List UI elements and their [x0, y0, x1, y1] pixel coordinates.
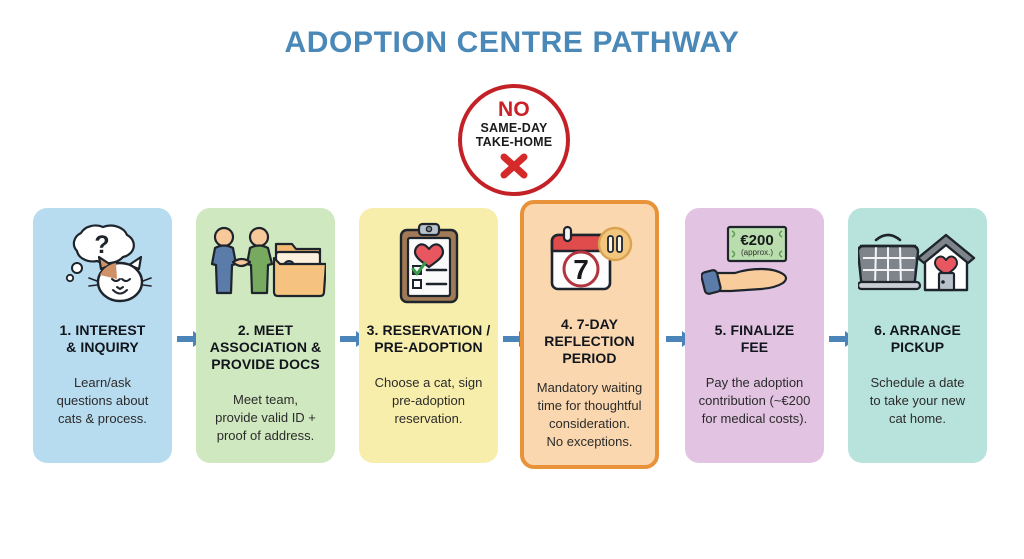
step-4-reflection-period[interactable]: 7 4. 7-DAY REFLECTION PERIOD Mandatory w…: [520, 200, 659, 469]
step-6-title: 6. ARRANGE PICKUP: [874, 322, 961, 355]
badge-subtitle: SAME-DAY TAKE-HOME: [475, 120, 553, 149]
step-5-icon-group: €200 (approx.): [692, 222, 817, 308]
step-1-icon-group: ?: [40, 222, 165, 308]
step-2-meet-association[interactable]: 2. MEET ASSOCIATION & PROVIDE DOCS Meet …: [196, 208, 335, 463]
clipboard-heart-checklist-icon: [399, 222, 458, 304]
cat-face-icon: [87, 255, 152, 303]
thought-bubble-question-icon: ?: [65, 224, 135, 283]
step-6-arrange-pickup[interactable]: 6. ARRANGE PICKUP Schedule a date to tak…: [848, 208, 987, 463]
banknote-note: (approx.): [740, 248, 772, 257]
calendar-day-number: 7: [573, 254, 589, 285]
red-x-icon: [497, 151, 531, 181]
step-3-title: 3. RESERVATION / PRE-ADOPTION: [366, 322, 491, 355]
badge-no-label: NO: [497, 97, 531, 121]
pause-badge-icon: [597, 226, 632, 262]
step-3-description: Choose a cat, sign pre-adoption reservat…: [374, 375, 483, 426]
pet-carrier-icon: [857, 233, 921, 291]
page-title: ADOPTION CENTRE PATHWAY: [284, 26, 740, 59]
step-1-title: 1. INTEREST & INQUIRY: [59, 322, 146, 355]
handshake-people-icon: [210, 226, 273, 295]
step-4-description: Mandatory waiting time for thoughtful co…: [536, 380, 643, 449]
step-2-description: Meet team, provide valid ID + proof of a…: [215, 392, 316, 443]
house-heart-icon: [916, 233, 975, 292]
svg-text:?: ?: [94, 231, 109, 259]
step-3-reservation-pre-adoption[interactable]: 3. RESERVATION / PRE-ADOPTION Choose a c…: [359, 208, 498, 463]
step-5-description: Pay the adoption contribution (~€200 for…: [698, 375, 811, 426]
step-1-interest-inquiry[interactable]: ?: [33, 208, 172, 463]
step-3-icon-group: [366, 222, 491, 308]
banknote-icon: €200 (approx.): [726, 225, 787, 263]
step-6-icon-group: [855, 222, 980, 308]
step-4-title: 4. 7-DAY REFLECTION PERIOD: [544, 316, 635, 366]
no-same-day-take-home-badge: NO SAME-DAY TAKE-HOME: [458, 84, 570, 196]
step-1-description: Learn/ask questions about cats & process…: [56, 375, 149, 426]
step-5-title: 5. FINALIZE FEE: [714, 322, 795, 355]
step-2-icon-group: [203, 222, 328, 308]
step-5-finalize-fee[interactable]: €200 (approx.) 5. FINALIZE FEE Pay the a…: [685, 208, 824, 463]
step-2-title: 2. MEET ASSOCIATION & PROVIDE DOCS: [209, 322, 322, 372]
open-hand-icon: [700, 267, 787, 295]
document-folder-icon: [272, 242, 326, 298]
step-6-description: Schedule a date to take your new cat hom…: [869, 375, 966, 426]
step-4-icon-group: 7: [531, 220, 648, 306]
banknote-amount: €200: [740, 232, 773, 249]
pathway-flow: ?: [0, 200, 1024, 480]
calendar-7-icon: 7: [550, 225, 611, 291]
